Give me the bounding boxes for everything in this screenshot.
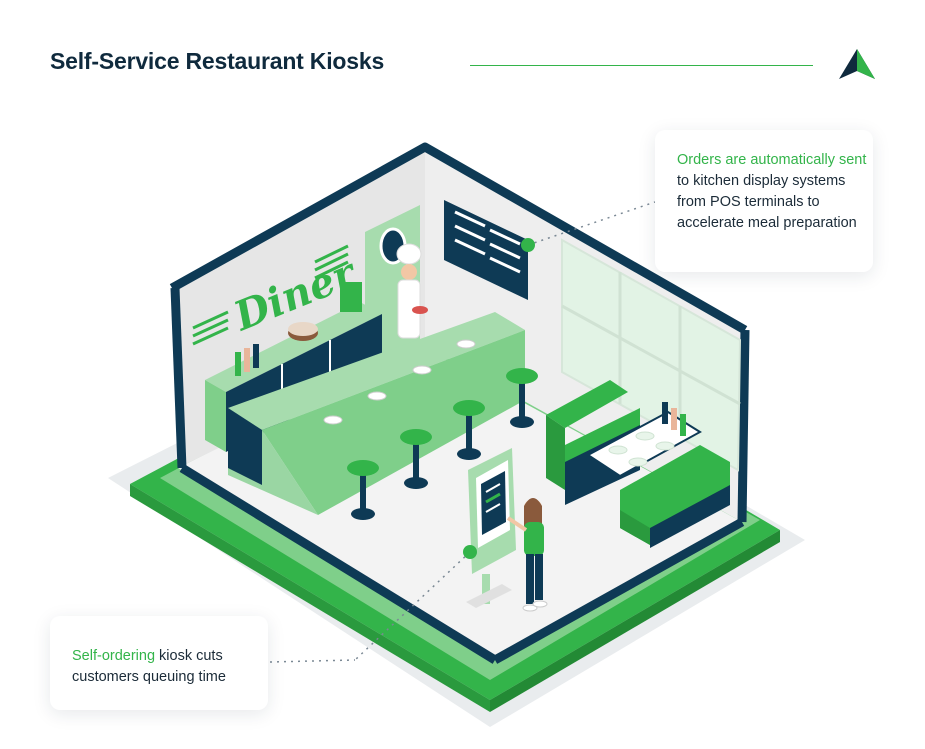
wall-frame <box>169 142 748 334</box>
mustard-bottle <box>244 348 250 372</box>
ketchup-bottle <box>235 352 241 376</box>
platform-front-left <box>130 484 490 712</box>
kitchen-callout-connector <box>527 201 656 246</box>
cup <box>456 339 476 349</box>
kiosk-callout: Self-ordering kiosk cuts customers queui… <box>50 616 268 710</box>
front-counter-top <box>228 312 525 430</box>
cup <box>323 415 343 425</box>
cup <box>412 365 432 375</box>
sauce-bottle <box>253 344 259 368</box>
self-ordering-kiosk <box>466 448 516 608</box>
platform-front-right <box>490 530 780 712</box>
arrow-mountain-logo-icon <box>839 49 875 79</box>
kitchen-display-callout-text: Orders are automatically sent to kitchen… <box>677 150 867 234</box>
kiosk-callout-text: Self-ordering kiosk cuts customers queui… <box>72 646 262 688</box>
front-counter-face <box>262 330 525 515</box>
page-title: Self-Service Restaurant Kiosks <box>50 48 385 74</box>
stool <box>347 460 379 520</box>
stool <box>506 368 538 428</box>
windows <box>561 238 742 472</box>
kiosk-marker <box>463 545 477 559</box>
cup <box>367 391 387 401</box>
callout-highlight: Orders are automatically sent <box>677 152 867 168</box>
chef <box>396 243 428 339</box>
booth-seating <box>546 380 730 548</box>
kiosk-callout-connector <box>354 551 471 661</box>
stool <box>453 400 485 460</box>
callout-body: to kitchen display systems from POS term… <box>677 173 857 231</box>
callout-highlight: Self-ordering <box>72 648 156 664</box>
kitchen-display-callout: Orders are automatically sent to kitchen… <box>655 130 873 272</box>
coffee-machine <box>340 282 362 312</box>
kitchen-display-board <box>444 200 528 434</box>
callout-body: kiosk cuts customers queuing time <box>72 648 226 685</box>
stool <box>400 429 432 489</box>
title-divider <box>470 65 813 66</box>
customer-woman <box>506 498 548 612</box>
kitchen-display-marker <box>521 238 535 252</box>
